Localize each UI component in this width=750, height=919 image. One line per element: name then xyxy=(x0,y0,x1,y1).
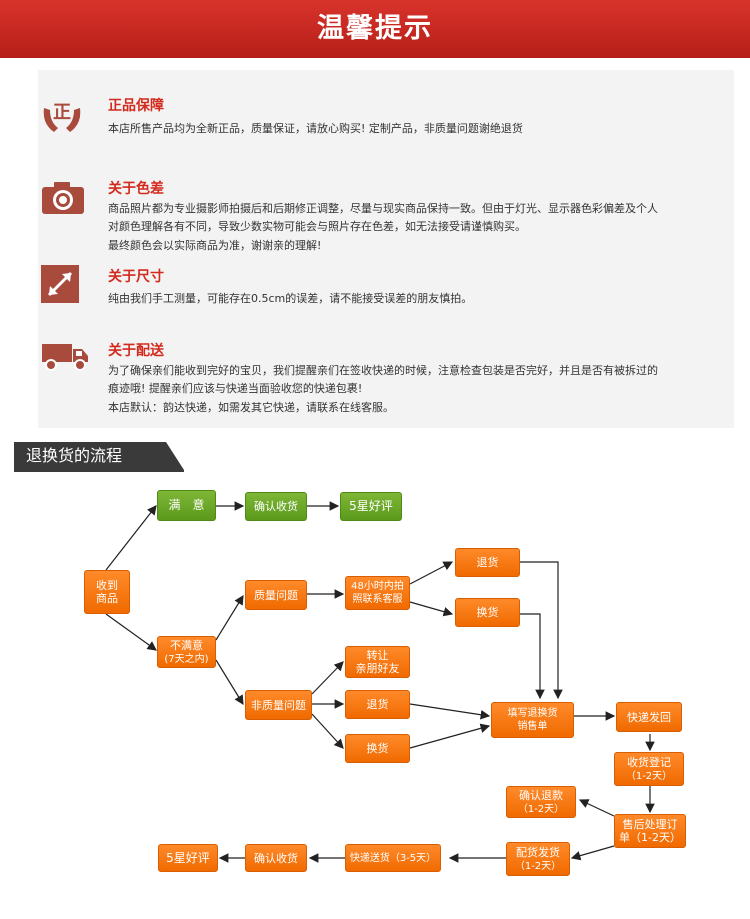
notice-title: 关于尺寸 xyxy=(108,269,164,285)
step-return-quality: 退货 xyxy=(455,548,520,577)
step-exchange-non-quality: 换货 xyxy=(345,734,410,763)
section-title: 退换货的流程 xyxy=(26,446,123,465)
section-underline xyxy=(14,470,184,472)
header-banner xyxy=(0,0,750,58)
step-receive-register: 收货登记（1-2天） xyxy=(614,752,684,786)
notice-title: 关于色差 xyxy=(108,181,164,197)
step-confirm-receipt-top: 确认收货 xyxy=(245,492,307,521)
step-unsatisfied: 不满意(7天之内) xyxy=(157,636,216,668)
step-confirm-receipt-bottom: 确认收货 xyxy=(245,844,307,872)
notice-line: 为了确保亲们能收到完好的宝贝，我们提醒亲们在签收快递的时候，注意检查包装是否完好… xyxy=(108,364,658,377)
step-return-non-quality: 退货 xyxy=(345,690,410,719)
notice-line: 商品照片都为专业摄影师拍摄后和后期修正调整，尽量与现实商品保持一致。但由于灯光、… xyxy=(108,202,658,215)
step-five-star-bottom: 5星好评 xyxy=(158,844,218,872)
step-five-star-top: 5星好评 xyxy=(340,492,402,521)
step-non-quality: 非质量问题 xyxy=(245,690,312,720)
ruler-arrow-icon xyxy=(41,265,79,303)
step-express-back: 快递发回 xyxy=(616,702,682,732)
notice-panel xyxy=(38,70,734,428)
step-receive-goods: 收到商品 xyxy=(84,570,130,614)
step-dispatch: 配货发货（1-2天） xyxy=(506,842,570,876)
notice-line: 本店默认：韵达快递，如需发其它快递，请联系在线客服。 xyxy=(108,401,394,414)
step-satisfied: 满 意 xyxy=(157,490,216,521)
step-quality-issue: 质量问题 xyxy=(245,580,307,610)
notice-line: 最终颜色会以实际商品为准，谢谢亲的理解! xyxy=(108,239,322,252)
step-confirm-refund: 确认退款（1-2天） xyxy=(506,786,576,818)
step-contact-48h: 48小时内拍照联系客服 xyxy=(345,576,410,610)
hands-genuine-icon: 正 xyxy=(43,102,81,132)
page-title: 温馨提示 xyxy=(317,13,433,44)
notice-title: 正品保障 xyxy=(108,98,164,114)
section-bar xyxy=(14,442,184,470)
step-transfer-friends: 转让亲朋好友 xyxy=(345,646,410,678)
truck-icon xyxy=(42,344,88,371)
notice-line: 本店所售产品均为全新正品，质量保证，请放心购买! 定制产品，非质量问题谢绝退货 xyxy=(108,122,523,135)
notice-line: 对颜色理解各有不同，导致少数实物可能会与照片存在色差，如无法接受请谨慎购买。 xyxy=(108,220,526,233)
notice-line: 痕迹哦! 提醒亲们应该与快递当面验收您的快递包裹! xyxy=(108,382,363,395)
step-after-sale: 售后处理订单（1-2天） xyxy=(614,814,686,848)
step-exchange-quality: 换货 xyxy=(455,598,520,627)
notice-title: 关于配送 xyxy=(108,343,164,359)
step-express-ship: 快递送货（3-5天） xyxy=(345,844,441,872)
notice-line: 纯由我们手工测量，可能存在0.5cm的误差，请不能接受误差的朋友慎拍。 xyxy=(108,292,473,305)
svg-text:正: 正 xyxy=(53,102,71,123)
camera-icon xyxy=(42,182,84,214)
step-fill-form: 填写退换货销售单 xyxy=(491,702,574,738)
